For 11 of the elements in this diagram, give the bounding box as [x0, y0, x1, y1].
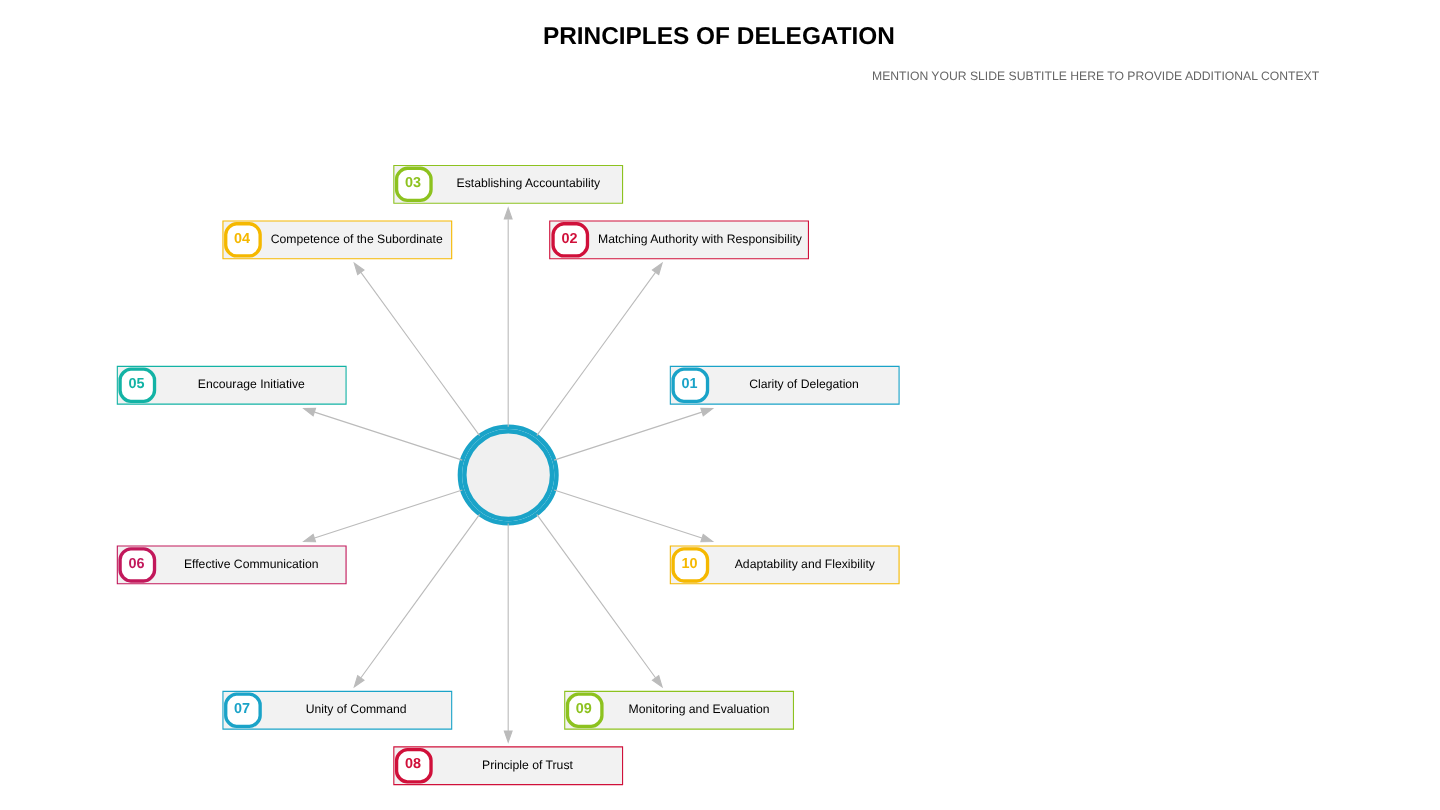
arrow: [553, 489, 715, 543]
arrow: [302, 489, 463, 543]
arrow: [353, 261, 481, 437]
arrow: [302, 407, 463, 461]
diagram-title: PRINCIPLES OF DELEGATION: [542, 21, 896, 50]
arrow: [536, 513, 664, 689]
arrow: [536, 261, 664, 437]
arrow: [503, 206, 513, 428]
arrow: [353, 513, 481, 689]
arrow: [503, 522, 513, 744]
arrow: [553, 407, 715, 461]
